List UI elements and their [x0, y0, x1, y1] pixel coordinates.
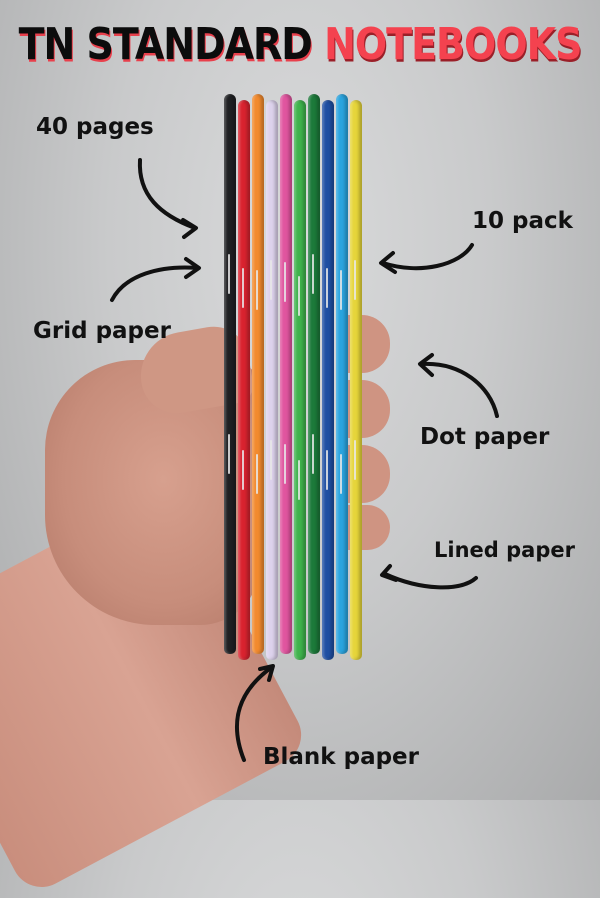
- page-title: TN STANDARD NOTEBOOKS: [0, 19, 600, 70]
- staple-icon: [312, 254, 314, 294]
- notebook-spine: [294, 100, 306, 660]
- staple-icon: [312, 434, 314, 474]
- staple-icon: [354, 260, 356, 300]
- staple-icon: [284, 444, 286, 484]
- staple-icon: [270, 260, 272, 300]
- staple-icon: [340, 454, 342, 494]
- staple-icon: [354, 440, 356, 480]
- title-part-standard: TN STANDARD: [18, 18, 325, 70]
- label-dot-paper: Dot paper: [420, 424, 550, 450]
- notebook-spine: [238, 100, 250, 660]
- arrow-dot-icon: [420, 361, 499, 418]
- notebook-spine: [322, 100, 334, 660]
- staple-icon: [228, 434, 230, 474]
- label-blank-paper: Blank paper: [263, 744, 420, 770]
- staple-icon: [270, 440, 272, 480]
- notebook-spine: [308, 94, 320, 654]
- notebook-spine: [336, 94, 348, 654]
- notebook-spine: [224, 94, 236, 654]
- label-10-pack: 10 pack: [472, 208, 573, 234]
- staple-icon: [326, 268, 328, 308]
- notebook-spine: [252, 94, 264, 654]
- staple-icon: [256, 454, 258, 494]
- notebook-stack: [224, 94, 362, 660]
- staple-icon: [284, 262, 286, 302]
- arrow-40-pages-icon: [137, 158, 197, 230]
- title-part-notebooks: NOTEBOOKS: [324, 18, 582, 70]
- notebook-spine: [280, 94, 292, 654]
- label-grid-paper: Grid paper: [33, 318, 171, 344]
- staple-icon: [228, 254, 230, 294]
- staple-icon: [326, 450, 328, 490]
- staple-icon: [340, 270, 342, 310]
- staple-icon: [298, 276, 300, 316]
- notebook-spine: [350, 100, 362, 660]
- staple-icon: [298, 460, 300, 500]
- label-40-pages: 40 pages: [36, 114, 154, 140]
- arrow-10-pack-icon: [381, 243, 474, 271]
- arrow-lined-icon: [383, 572, 478, 590]
- notebook-spine: [266, 100, 278, 660]
- arrow-grid-icon: [110, 265, 200, 302]
- label-lined-paper: Lined paper: [434, 538, 575, 562]
- staple-icon: [256, 270, 258, 310]
- staple-icon: [242, 450, 244, 490]
- staple-icon: [242, 268, 244, 308]
